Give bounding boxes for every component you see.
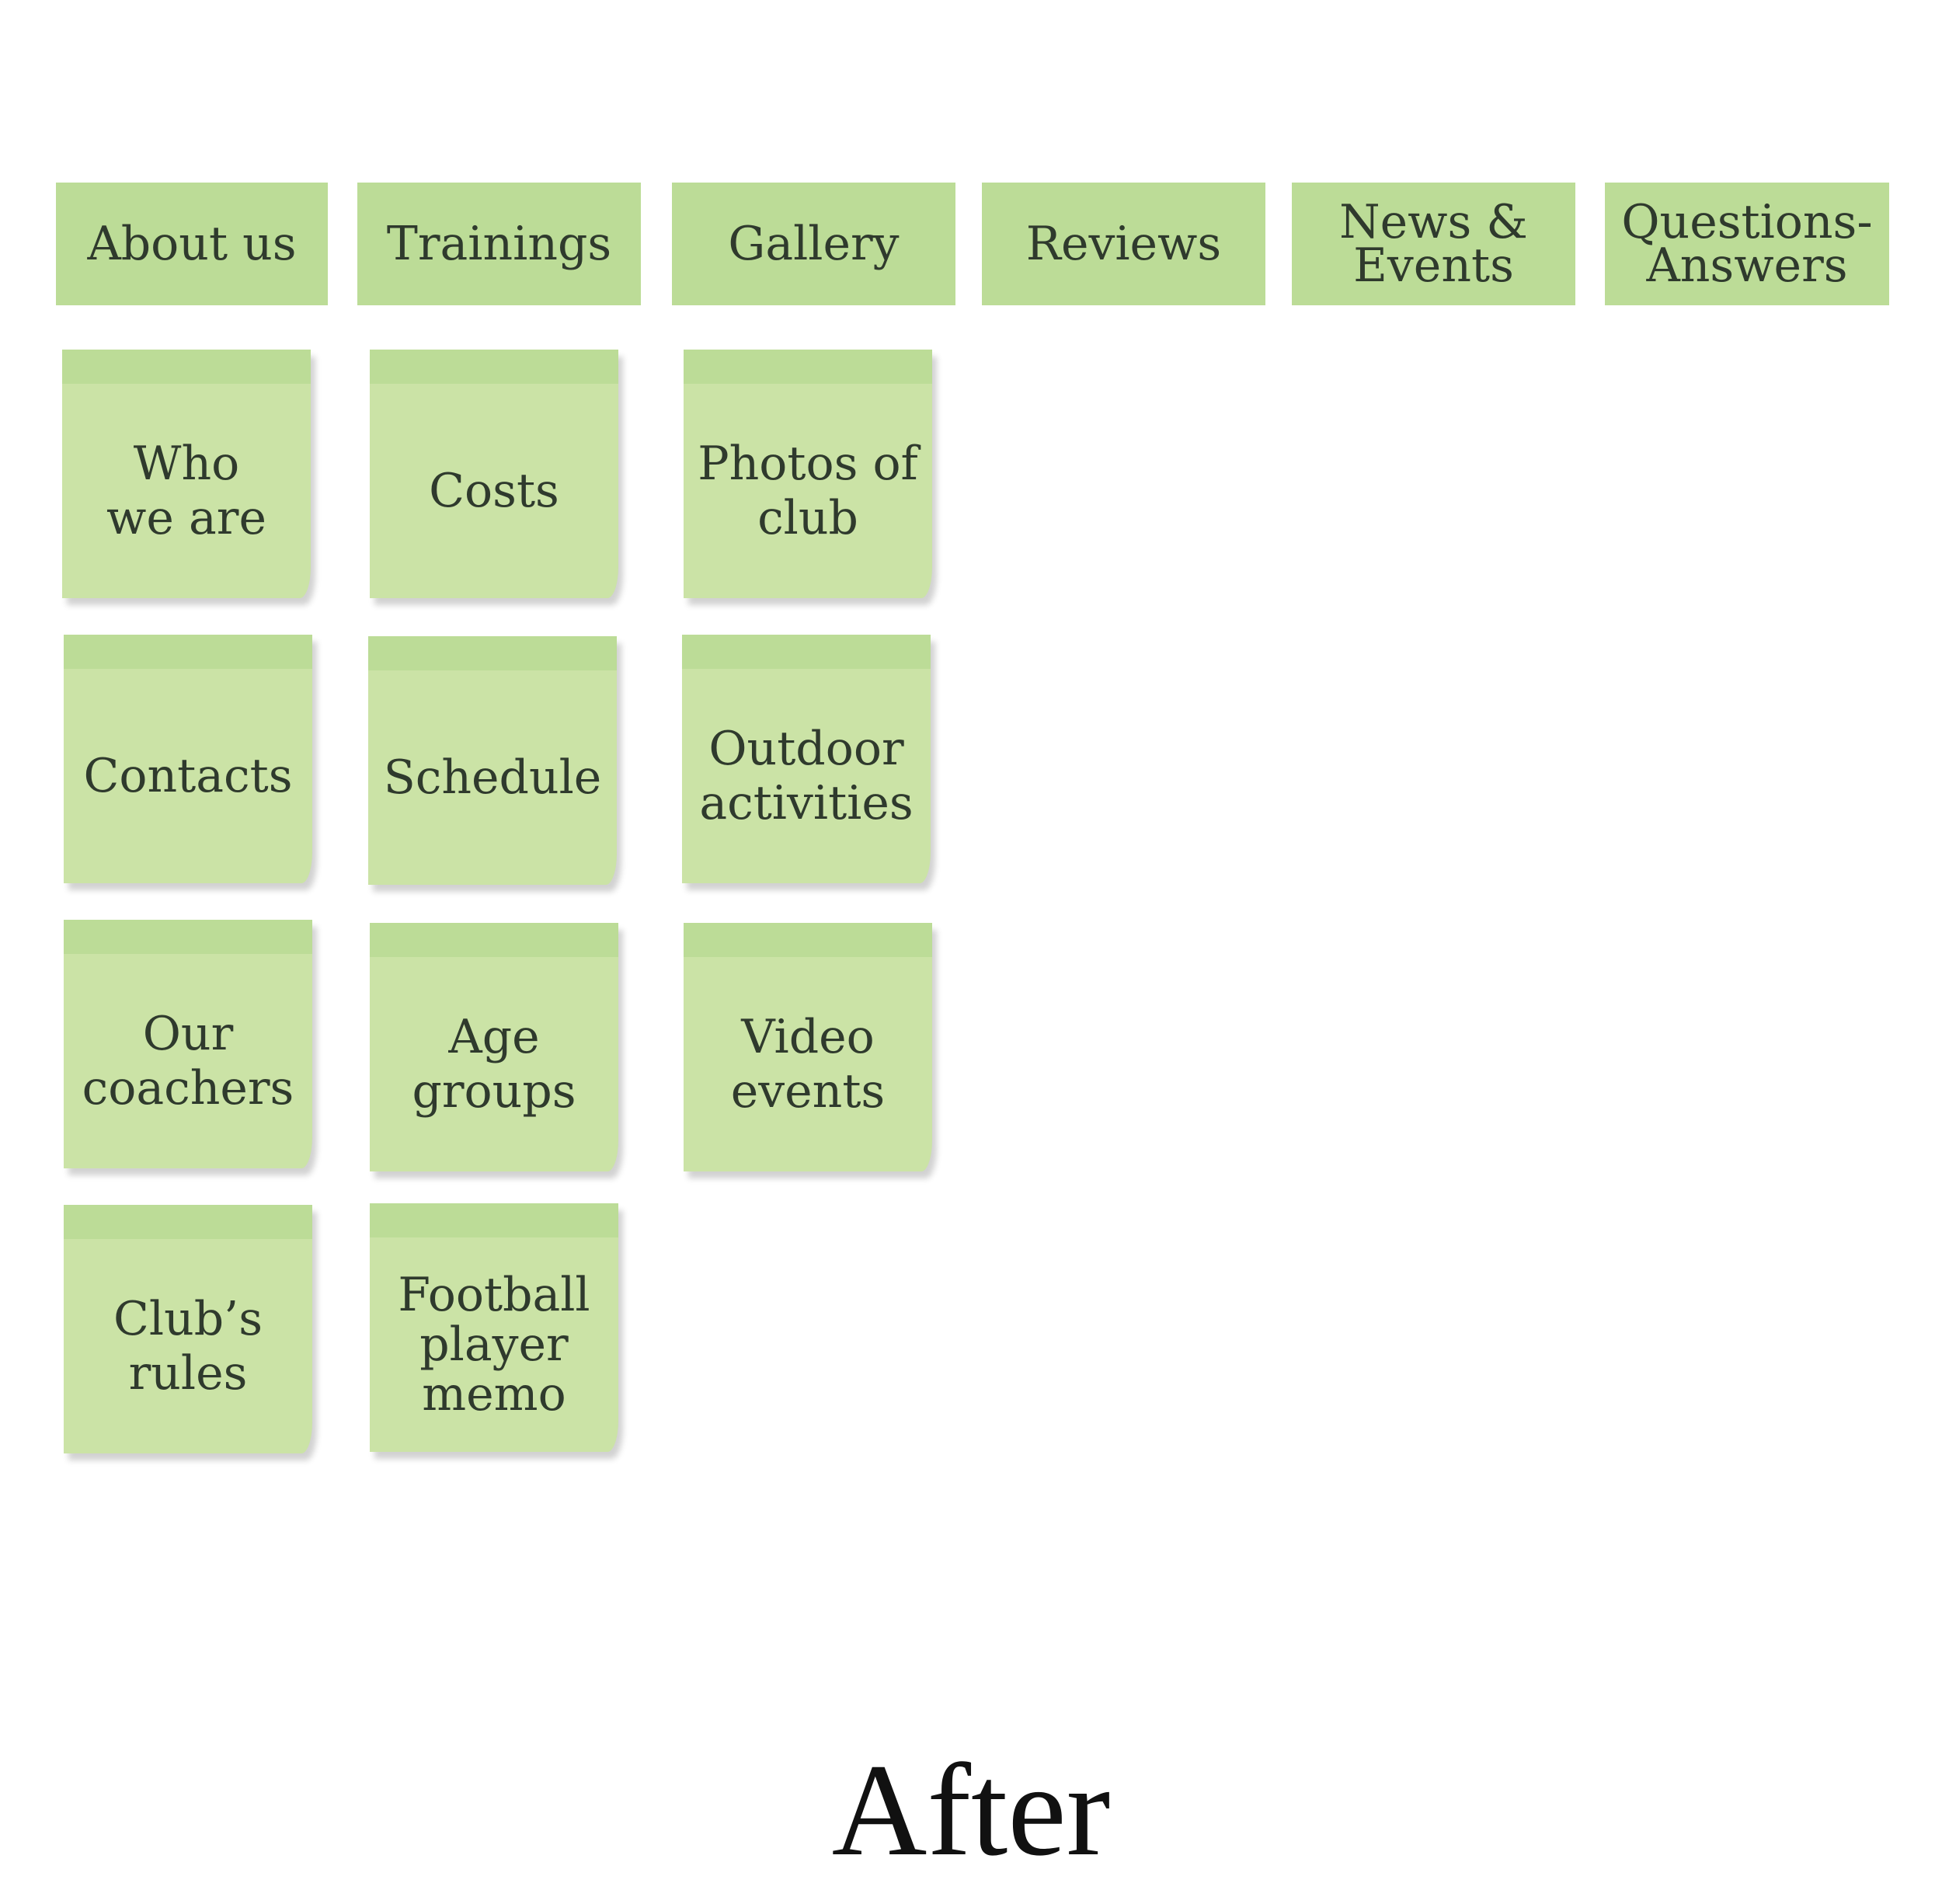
note-photos-of-club: Photos of club <box>684 350 932 598</box>
note-video-events: Video events <box>684 923 932 1171</box>
note-strip <box>682 635 931 669</box>
note-label: Football player memo <box>398 1268 590 1422</box>
note-contacts: Contacts <box>64 635 312 883</box>
category-label: Questions- Answers <box>1621 195 1873 293</box>
note-strip <box>64 920 312 954</box>
note-label: Photos of club <box>698 437 918 545</box>
note-label: Who we are <box>106 437 266 545</box>
category-gallery: Gallery <box>672 183 955 305</box>
note-strip <box>64 635 312 669</box>
category-label: News & Events <box>1339 195 1528 293</box>
caption-after: After <box>831 1737 1111 1883</box>
category-label: Reviews <box>1025 217 1222 271</box>
category-questions-answers: Questions- Answers <box>1605 183 1889 305</box>
note-strip <box>370 1203 618 1237</box>
note-outdoor-activities: Outdoor activities <box>682 635 931 883</box>
note-label: Our coachers <box>82 1007 294 1116</box>
note-strip <box>684 350 932 384</box>
category-trainings: Trainings <box>357 183 641 305</box>
note-our-coachers: Our coachers <box>64 920 312 1168</box>
category-label: Trainings <box>386 217 612 271</box>
category-label: Gallery <box>728 217 900 271</box>
note-football-player-memo: Football player memo <box>370 1203 618 1452</box>
note-strip <box>370 350 618 384</box>
note-schedule: Schedule <box>368 636 617 885</box>
note-costs: Costs <box>370 350 618 598</box>
note-label: Outdoor activities <box>699 722 914 830</box>
note-strip <box>64 1205 312 1239</box>
note-age-groups: Age groups <box>370 923 618 1171</box>
note-who-we-are: Who we are <box>62 350 311 598</box>
note-label: Club’s rules <box>113 1292 263 1401</box>
note-label: Video events <box>730 1010 886 1119</box>
note-label: Age groups <box>412 1010 576 1119</box>
category-label: About us <box>87 217 297 271</box>
note-strip <box>62 350 311 384</box>
note-strip <box>370 923 618 957</box>
note-label: Contacts <box>83 749 293 803</box>
category-news-events: News & Events <box>1292 183 1575 305</box>
note-strip <box>368 636 617 670</box>
note-strip <box>684 923 932 957</box>
note-clubs-rules: Club’s rules <box>64 1205 312 1453</box>
note-label: Schedule <box>383 750 602 805</box>
category-reviews: Reviews <box>982 183 1265 305</box>
note-label: Costs <box>429 464 559 518</box>
category-about-us: About us <box>56 183 328 305</box>
